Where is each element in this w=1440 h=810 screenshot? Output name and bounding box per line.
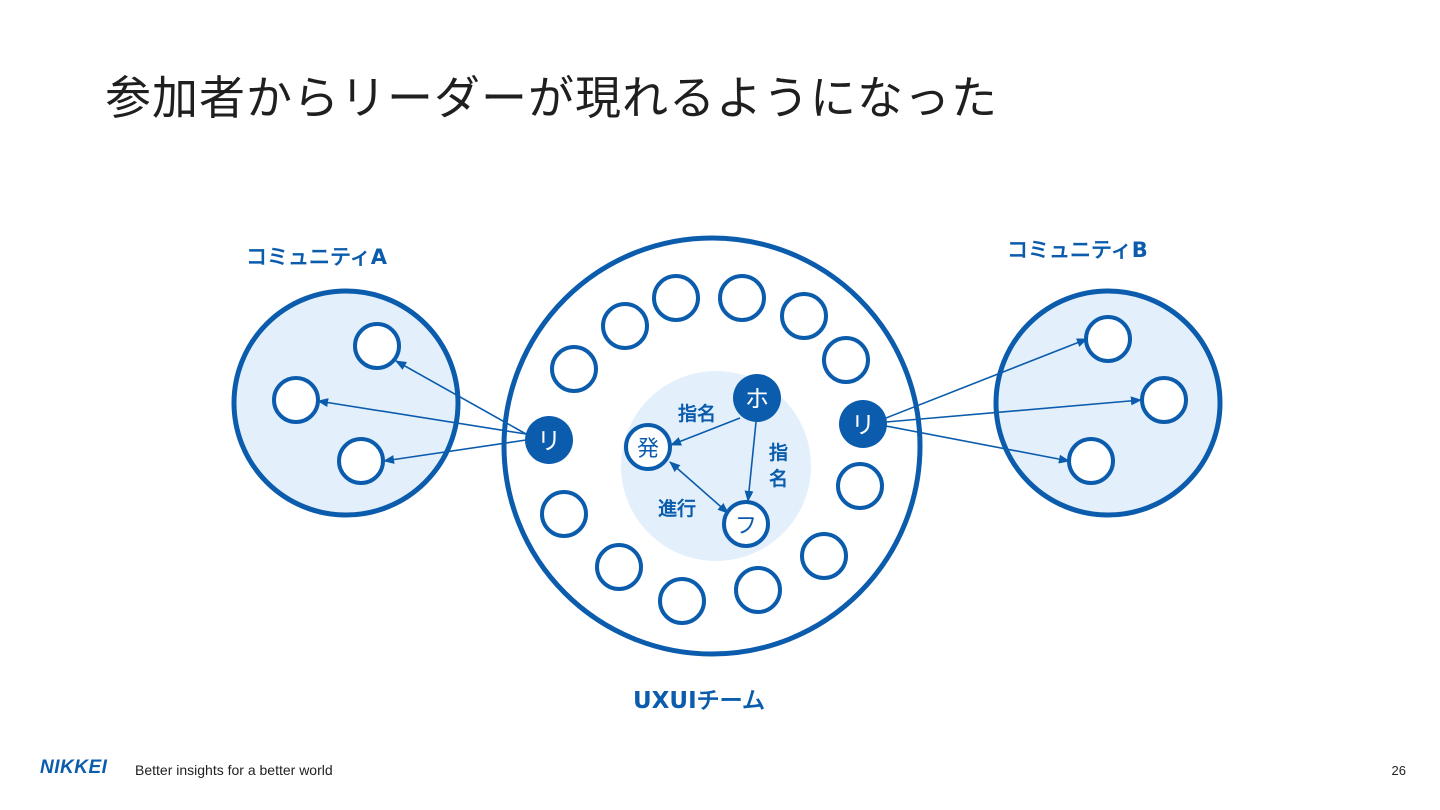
node-hatsu-label: 発 [637, 437, 659, 462]
edge-label-facilitate: 進行 [658, 497, 696, 520]
community-a-member [353, 322, 401, 370]
community-a-circle [231, 288, 461, 518]
community-b-member [1067, 437, 1115, 485]
team-member [550, 345, 598, 393]
nikkei-logo: NIKKEI [40, 757, 108, 778]
team-member [800, 532, 848, 580]
community-b-member [1084, 315, 1132, 363]
community-a-member [337, 437, 385, 485]
node-hatsu: 発 [624, 423, 672, 471]
leader-right-label: リ [851, 411, 875, 439]
node-fu: フ [722, 500, 770, 548]
team-member [734, 566, 782, 614]
team-member [822, 336, 870, 384]
team-member [595, 543, 643, 591]
leader-left: リ [525, 416, 573, 464]
edge-label-nominate-vertical-top: 指 [769, 442, 788, 464]
team-member [718, 274, 766, 322]
team-member [540, 490, 588, 538]
node-ho: ホ [733, 374, 781, 422]
leader-b-arrows [885, 338, 1143, 464]
community-a-member [272, 376, 320, 424]
community-b-member [1140, 376, 1188, 424]
node-ho-label: ホ [745, 385, 769, 413]
node-fu-label: フ [735, 514, 757, 539]
team-member [601, 302, 649, 350]
team-member [836, 462, 884, 510]
team-member [652, 274, 700, 322]
team-member [658, 577, 706, 625]
community-a-label: コミュニティA [246, 245, 388, 269]
core-arrows [669, 417, 757, 514]
edge-label-nominate-vertical-bottom: 名 [769, 467, 788, 490]
edge-label-nominate: 指名 [678, 402, 716, 425]
team-label: UXUIチーム [633, 688, 765, 714]
leader-right: リ [839, 400, 887, 448]
leader-a-arrows [316, 360, 527, 464]
community-b-label: コミュニティB [1007, 238, 1148, 262]
team-member [780, 292, 828, 340]
leader-left-label: リ [537, 427, 561, 455]
page-number: 26 [1391, 763, 1406, 778]
slide-title: 参加者からリーダーが現れるようになった [105, 71, 998, 125]
footer-tagline: Better insights for a better world [135, 762, 333, 778]
